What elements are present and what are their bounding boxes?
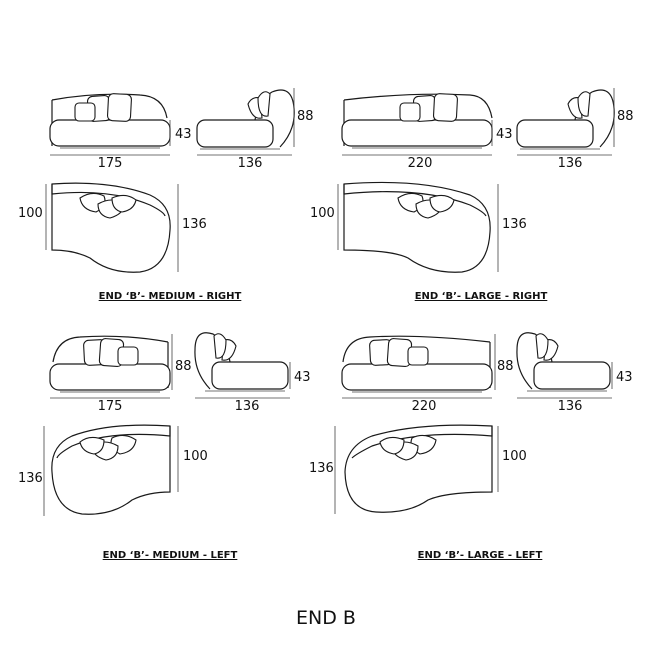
side-elevation-drawing <box>194 332 289 392</box>
plan-long-label: 136 <box>18 471 43 486</box>
plan-long-label: 136 <box>309 461 334 476</box>
plan-view-drawing <box>343 181 491 273</box>
front-width-label: 220 <box>412 399 437 414</box>
back-height-label: 88 <box>175 359 192 374</box>
front-width-label: 175 <box>98 399 123 414</box>
back-height-label: 88 <box>497 359 514 374</box>
side-depth-label: 136 <box>558 399 583 414</box>
variant-caption: END ‘B’- MEDIUM - LEFT <box>103 550 238 561</box>
panel-medium-left: 175 88 136 43 136 100 END ‘B’- MEDIUM - … <box>18 332 311 561</box>
panel-large-right: 220 43 136 88 100 136 END ‘B’- LARGE - R… <box>310 88 634 302</box>
plan-short-label: 100 <box>18 206 43 221</box>
variant-caption: END ‘B’- LARGE - RIGHT <box>415 291 548 302</box>
seat-height-label: 43 <box>175 127 192 142</box>
back-height-label: 88 <box>297 109 314 124</box>
side-elevation-drawing <box>516 89 615 150</box>
side-elevation-drawing <box>516 332 611 392</box>
side-depth-label: 136 <box>235 399 260 414</box>
front-elevation-drawing <box>49 335 171 393</box>
side-depth-label: 136 <box>558 156 583 171</box>
plan-short-label: 100 <box>183 449 208 464</box>
front-elevation-drawing <box>341 335 493 393</box>
plan-short-label: 100 <box>502 449 527 464</box>
plan-view-drawing <box>51 182 171 273</box>
front-elevation-drawing <box>341 93 493 149</box>
sheet-title: END B <box>296 607 356 629</box>
seat-height-label: 43 <box>496 127 513 142</box>
variant-caption: END ‘B’- MEDIUM - RIGHT <box>99 291 242 302</box>
front-width-label: 220 <box>408 156 433 171</box>
panel-large-left: 220 88 136 43 136 100 END ‘B’- LARGE - L… <box>309 332 633 561</box>
plan-long-label: 136 <box>502 217 527 232</box>
front-width-label: 175 <box>98 156 123 171</box>
variant-caption: END ‘B’- LARGE - LEFT <box>418 550 543 561</box>
seat-height-label: 43 <box>294 370 311 385</box>
plan-long-label: 136 <box>182 217 207 232</box>
plan-view-drawing <box>344 424 493 513</box>
seat-height-label: 43 <box>616 370 633 385</box>
side-elevation-drawing <box>196 89 295 150</box>
side-depth-label: 136 <box>238 156 263 171</box>
panel-medium-right: 175 43 136 88 100 136 END ‘B’- MEDIUM - … <box>18 88 314 302</box>
back-height-label: 88 <box>617 109 634 124</box>
front-elevation-drawing <box>49 93 171 149</box>
plan-short-label: 100 <box>310 206 335 221</box>
plan-view-drawing <box>51 424 171 515</box>
